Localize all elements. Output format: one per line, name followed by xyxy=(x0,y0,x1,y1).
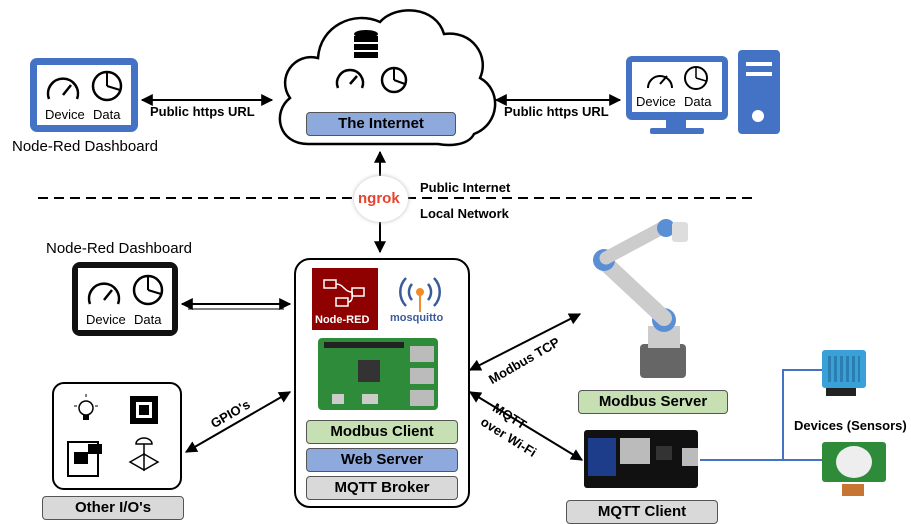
gauge-icon xyxy=(87,274,164,306)
monitor-stand xyxy=(666,120,686,130)
chip-icon xyxy=(130,396,158,424)
mosquitto-logo xyxy=(399,277,441,312)
screen-data-text: Data xyxy=(134,312,162,327)
pir-sensor xyxy=(822,442,886,482)
node-red-logo-text: Node-RED xyxy=(315,314,370,326)
screen-data-text: Data xyxy=(93,107,121,122)
arrow-gpio xyxy=(184,391,292,453)
mqtt-broker-label: MQTT Broker xyxy=(306,476,458,500)
local-tablet-caption: Node-Red Dashboard xyxy=(46,240,192,257)
arrow-modbus-tcp xyxy=(468,313,582,371)
arrow-mqtt xyxy=(468,391,584,461)
modbus-client-label: Modbus Client xyxy=(306,420,458,444)
database-icon xyxy=(354,30,378,58)
internet-cloud xyxy=(278,9,497,147)
mosquitto-logo-text: mosquitto xyxy=(390,312,444,324)
robot-arm xyxy=(593,219,688,378)
remote-tablet-caption: Node-Red Dashboard xyxy=(12,138,158,155)
io-icons xyxy=(67,394,160,477)
node-red-flow-icon xyxy=(323,279,365,307)
light-bulb-icon xyxy=(74,394,98,420)
pc-tower xyxy=(738,50,780,134)
public-internet-label: Public Internet xyxy=(420,180,511,195)
remote-tablet: Device Data xyxy=(30,58,138,132)
gauge-icon xyxy=(46,70,123,102)
sensor-wire-top xyxy=(700,369,822,461)
dht-sensor-pins xyxy=(826,388,856,396)
devices-sensors-label: Devices (Sensors) xyxy=(794,418,907,433)
right-https-label: Public https URL xyxy=(504,104,609,119)
local-network-label: Local Network xyxy=(420,206,509,221)
screen-device-text: Device xyxy=(636,94,676,109)
ngrok-logo: ngrok xyxy=(354,176,408,222)
modbus-server-label: Modbus Server xyxy=(578,390,728,414)
esp-board xyxy=(584,430,698,488)
node-red-logo: Node-RED xyxy=(312,268,378,330)
other-io-box xyxy=(52,382,182,490)
pie-chart-icon xyxy=(380,66,408,94)
ngrok-logo-text: ngrok xyxy=(358,190,400,207)
mqtt-client-label: MQTT Client xyxy=(566,500,718,524)
gauge-icon xyxy=(335,68,365,89)
raspberry-pi-board xyxy=(318,338,438,410)
screen-device-text: Device xyxy=(86,312,126,327)
raspberry-pi-hub xyxy=(294,258,470,508)
monitor-base xyxy=(650,128,704,134)
valve-icon xyxy=(128,437,160,472)
internet-label: The Internet xyxy=(306,112,456,136)
pir-sensor-connector xyxy=(842,484,864,496)
gauge-icon xyxy=(647,66,708,90)
machine-icon xyxy=(67,441,102,477)
other-io-label: Other I/O's xyxy=(42,496,184,520)
dht-sensor xyxy=(822,350,866,388)
local-tablet: Device Data xyxy=(72,262,178,336)
desktop-monitor: Device Data xyxy=(626,56,728,120)
web-server-label: Web Server xyxy=(306,448,458,472)
screen-data-text: Data xyxy=(684,94,712,109)
left-https-label: Public https URL xyxy=(150,104,255,119)
screen-device-text: Device xyxy=(45,107,85,122)
